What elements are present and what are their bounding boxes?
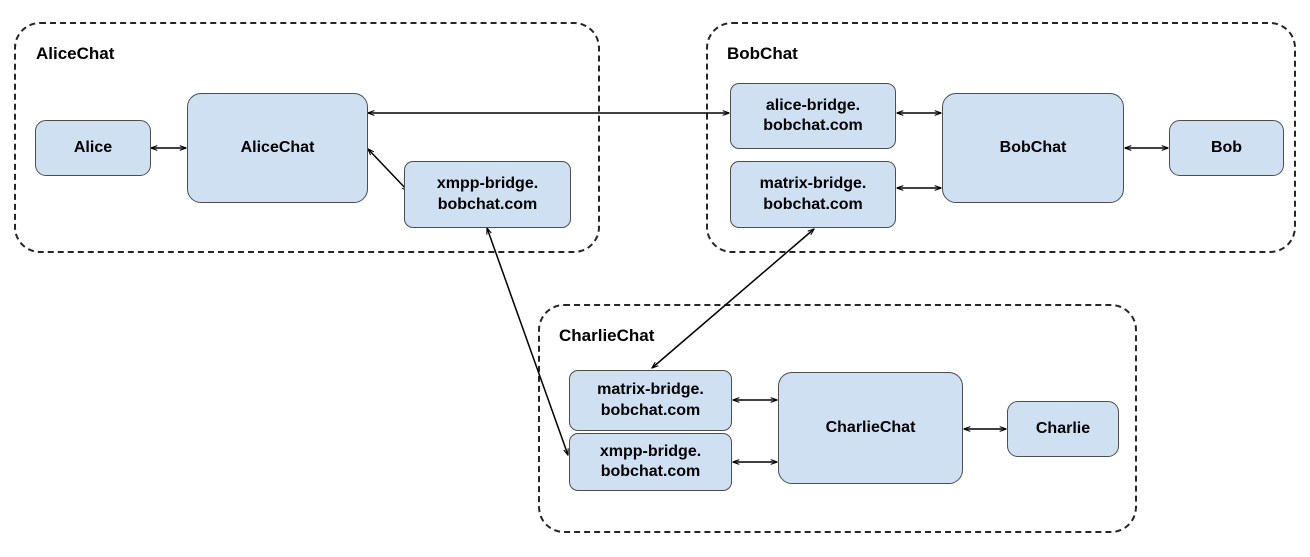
node-alice-xmpp-bridge-line1: xmpp-bridge. (436, 175, 539, 193)
node-charlie-matrix-bridge-line1: matrix-bridge. (597, 381, 704, 399)
node-alice-xmpp-bridge-line2: bobchat.com (437, 195, 538, 213)
group-bobchat-label: BobChat (727, 44, 798, 63)
node-alice[interactable]: Alice (35, 120, 151, 176)
node-charlie-xmpp-bridge-line1: xmpp-bridge. (599, 442, 702, 460)
node-bob-matrix-bridge-line2: bobchat.com (763, 195, 863, 213)
node-bob-alice-bridge-line2: bobchat.com (763, 117, 863, 134)
group-charliechat-label: CharlieChat (559, 326, 655, 345)
node-charlie-xmpp-bridge[interactable]: xmpp-bridge. bobchat.com (569, 433, 732, 491)
node-alice-xmpp-bridge[interactable]: xmpp-bridge. bobchat.com (404, 161, 571, 228)
node-charlie[interactable]: Charlie (1007, 401, 1119, 457)
group-bobchat (706, 22, 1296, 253)
node-charlie-matrix-bridge-line2: bobchat.com (600, 401, 701, 419)
node-bob-matrix-bridge[interactable]: matrix-bridge. bobchat.com (730, 161, 896, 228)
node-charlie-xmpp-bridge-line2: bobchat.com (600, 463, 701, 480)
node-charlie-label: Charlie (1035, 419, 1091, 437)
node-bob-matrix-bridge-line1: matrix-bridge. (759, 175, 867, 193)
node-bob-label: Bob (1210, 138, 1243, 156)
node-bob-alice-bridge[interactable]: alice-bridge. bobchat.com (730, 83, 896, 149)
node-alicechat-server-label: AliceChat (240, 138, 315, 156)
node-alicechat-server[interactable]: AliceChat (187, 93, 368, 203)
node-bob-alice-bridge-line1: alice-bridge. (765, 96, 861, 114)
node-charliechat-server-label: CharlieChat (825, 418, 916, 436)
group-alicechat-label: AliceChat (36, 44, 115, 63)
node-bob[interactable]: Bob (1169, 120, 1284, 176)
node-bobchat-server[interactable]: BobChat (942, 93, 1124, 203)
node-bobchat-server-label: BobChat (999, 138, 1067, 156)
node-charliechat-server[interactable]: CharlieChat (778, 372, 963, 484)
node-charlie-matrix-bridge[interactable]: matrix-bridge. bobchat.com (569, 370, 732, 431)
group-alicechat (14, 22, 600, 253)
node-alice-label: Alice (73, 138, 113, 156)
